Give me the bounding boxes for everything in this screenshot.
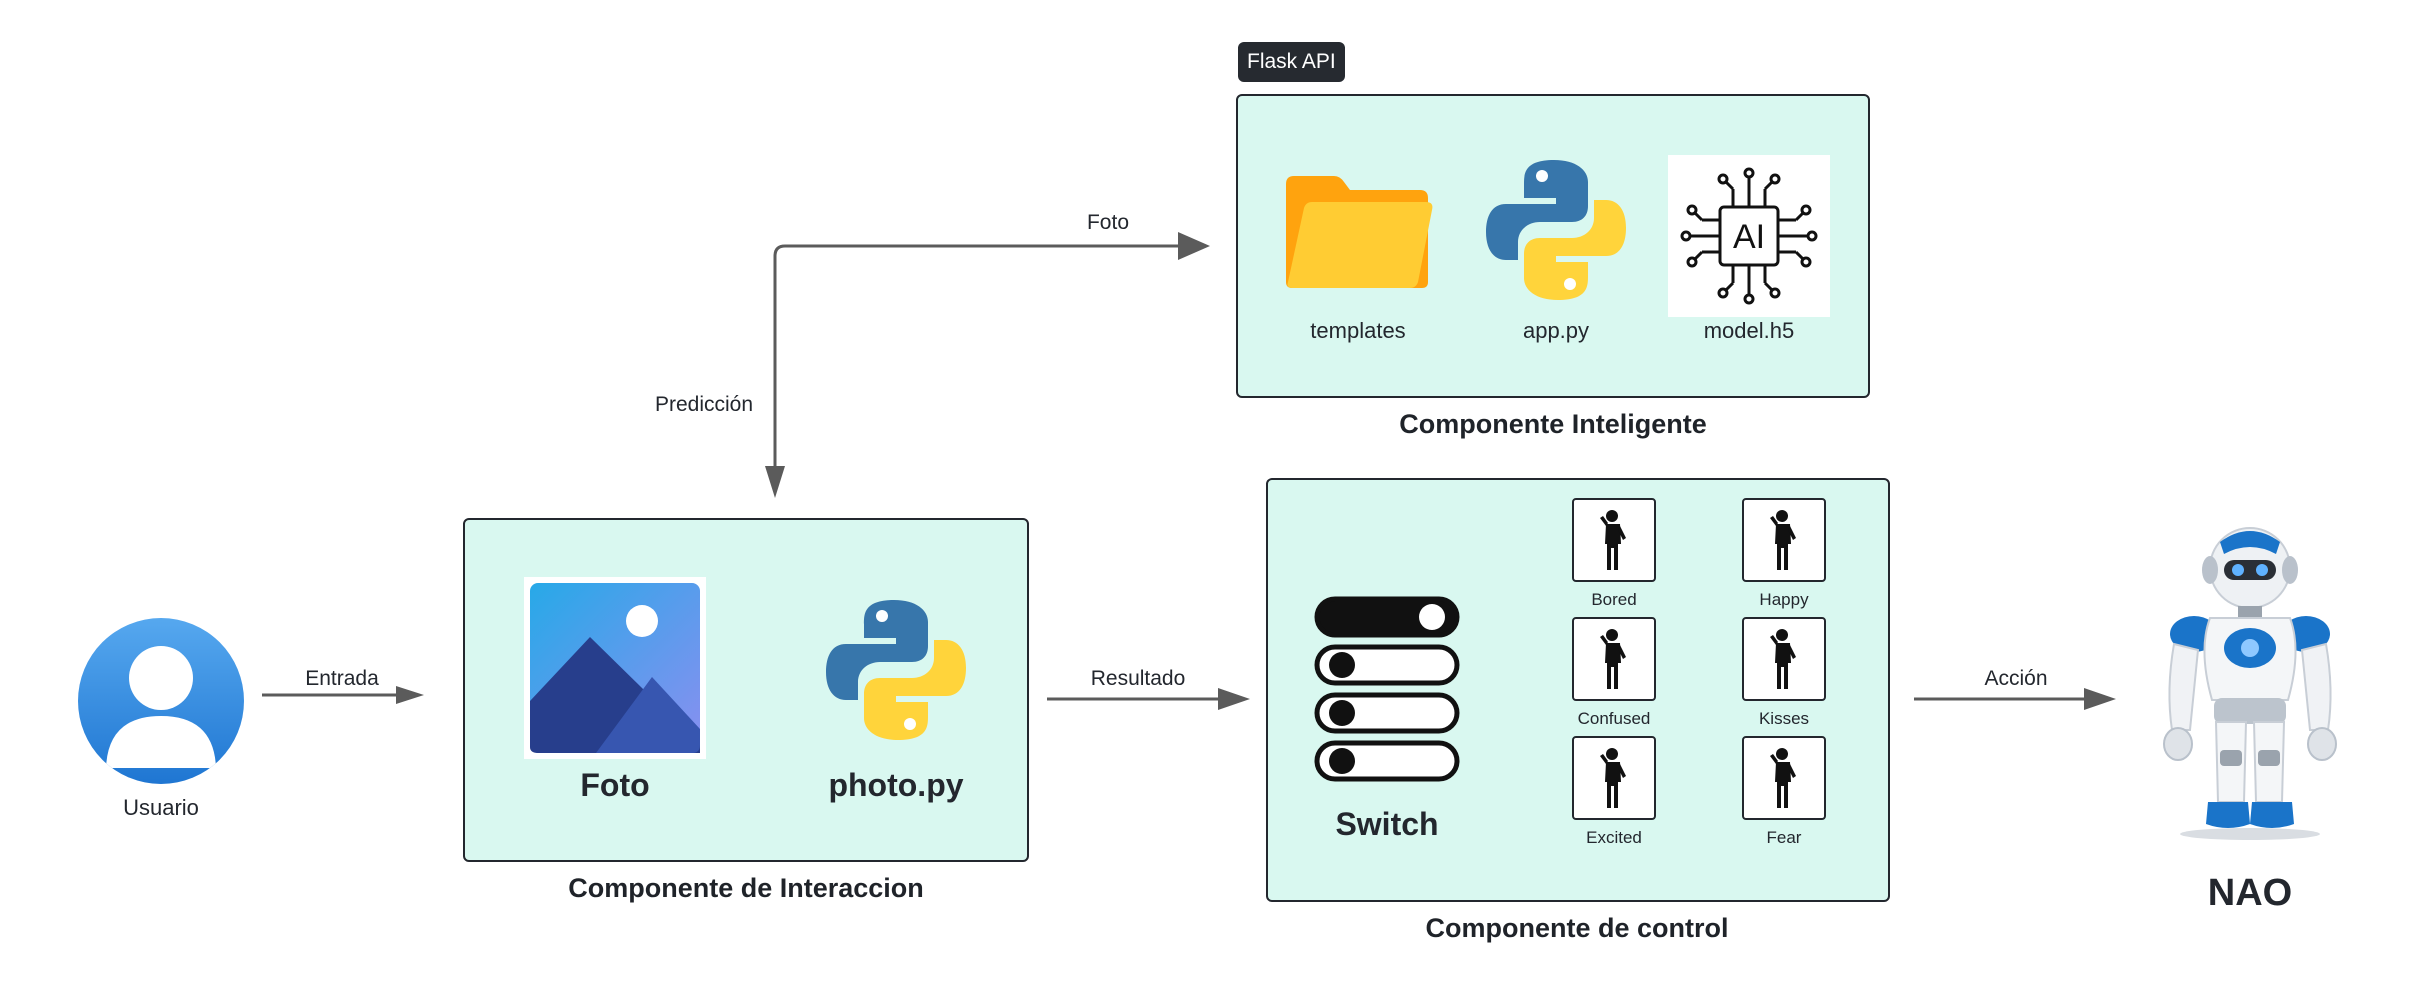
usuario-node (78, 618, 244, 784)
ai-chip-text: AI (1733, 218, 1765, 256)
arrow-label-prediccion: Predicción (654, 393, 754, 416)
ai-chip-icon: AI (1668, 155, 1830, 317)
person-pose-icon (1600, 629, 1626, 689)
emotion-label-fear: Fear (1766, 828, 1802, 847)
interaccion-caption: Componente de Interaccion (568, 873, 924, 903)
person-pose-icon (1770, 629, 1796, 689)
model-h5-label: model.h5 (1703, 318, 1795, 343)
person-pose-icon (1600, 510, 1626, 570)
toggle-off (1314, 692, 1460, 734)
arrow-label-entrada: Entrada (305, 667, 379, 690)
emotion-label-bored: Bored (1591, 590, 1637, 609)
arrow-foto-prediccion (773, 244, 1180, 470)
toggle-on (1314, 596, 1460, 638)
nao-robot-icon (2152, 520, 2348, 844)
toggle-off (1314, 740, 1460, 782)
flask-api-badge: Flask API (1238, 42, 1345, 82)
arrow-label-resultado: Resultado (1090, 667, 1186, 690)
arrow-foto-head (1178, 232, 1210, 260)
inteligente-caption: Componente Inteligente (1399, 409, 1707, 439)
emotion-label-happy: Happy (1759, 590, 1809, 609)
person-pose-icon (1600, 748, 1626, 808)
arrow-resultado-head (1218, 688, 1250, 710)
person-pose-icon (1770, 510, 1796, 570)
image-icon (524, 577, 706, 759)
emotion-label-kisses: Kisses (1758, 709, 1810, 728)
templates-label: templates (1310, 318, 1406, 343)
emotion-label-confused: Confused (1577, 709, 1651, 728)
switch-label: Switch (1335, 806, 1439, 842)
nao-label: NAO (2207, 872, 2293, 914)
arrow-accion-head (2084, 688, 2116, 710)
user-icon (78, 618, 244, 784)
foto-label: Foto (580, 767, 650, 803)
arrow-prediccion-head (765, 466, 785, 498)
folder-icon (1282, 172, 1434, 292)
arrow-label-foto: Foto (1086, 211, 1130, 234)
person-pose-icon (1770, 748, 1796, 808)
emotion-label-excited: Excited (1586, 828, 1642, 847)
python-icon (824, 598, 968, 742)
control-caption: Componente de control (1425, 913, 1729, 943)
photo-py-label: photo.py (828, 767, 964, 803)
arrow-entrada-head (396, 686, 424, 704)
python-icon (1484, 158, 1628, 302)
app-py-label: app.py (1522, 318, 1590, 343)
switch-toggles (1314, 596, 1460, 784)
usuario-label: Usuario (123, 795, 199, 820)
toggle-off (1314, 644, 1460, 686)
arrow-label-accion: Acción (1984, 667, 2048, 690)
